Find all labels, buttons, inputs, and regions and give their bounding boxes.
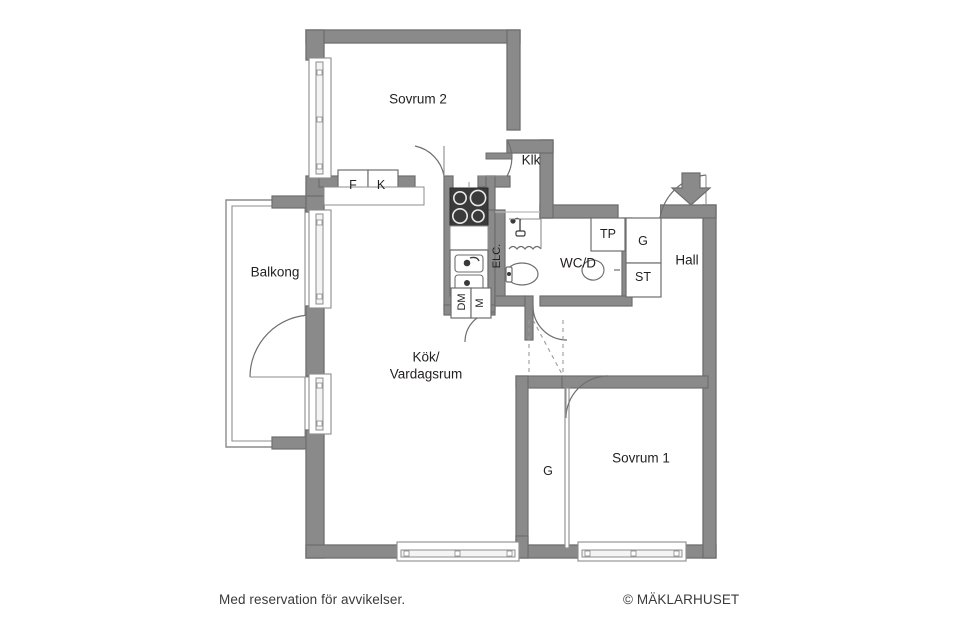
hall-closet-g-box (625, 217, 662, 264)
fixture-label-garderob-sov1: G (543, 464, 553, 478)
tvattpelare-box (590, 217, 626, 252)
shower-icon (508, 217, 542, 250)
stove-icon (449, 187, 489, 227)
fixture-label-tvattpelare: TP (600, 227, 616, 241)
balcony-wall-stubs (271, 195, 315, 450)
sink-wc-icon (581, 259, 620, 281)
room-label-sovrum2: Sovrum 2 (389, 91, 447, 107)
windows (308, 57, 687, 562)
fixture-label-microwave: M (473, 298, 486, 308)
kitchen-counter (449, 225, 489, 251)
copyright-text: © MÄKLARHUSET (623, 592, 740, 607)
room-label-balkong: Balkong (250, 264, 300, 280)
room-label-hall: Hall (675, 252, 699, 268)
fixture-label-dishwasher: DM (455, 293, 468, 311)
fixture-label-elcentral: ELC. (490, 243, 503, 269)
sliding-door-dashed (528, 319, 564, 377)
microwave-box (470, 287, 492, 319)
toilet-icon (505, 262, 539, 286)
balcony-door-swing (249, 314, 313, 378)
fixture-label-fridge: F (349, 178, 357, 192)
klk-shelf (485, 152, 540, 213)
room-label-wcd: WC/D (560, 255, 596, 271)
storage-st-box (625, 262, 662, 298)
down-arrow-icon (670, 172, 712, 206)
room-label-kok: Kök/Vardagsrum (389, 349, 463, 382)
room-label-sovrum1: Sovrum 1 (612, 450, 670, 466)
fixture-label-stadskap: ST (635, 270, 651, 284)
disclaimer-text: Med reservation för avvikelser. (219, 592, 406, 607)
fixture-label-garderob-hall: G (638, 234, 648, 248)
fixture-label-freezer: K (376, 178, 386, 192)
kitchen-counter-top (323, 186, 425, 206)
room-label-klk: Klk (521, 152, 541, 168)
